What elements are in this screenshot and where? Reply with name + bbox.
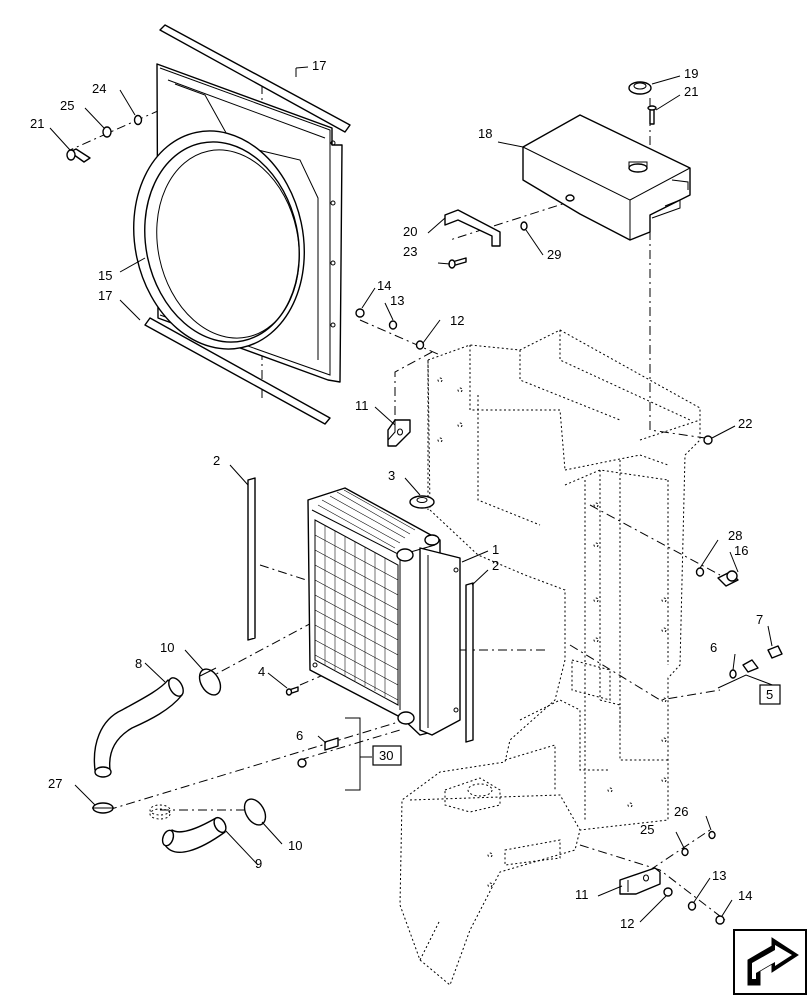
seal-strip-bottom bbox=[144, 317, 331, 425]
hose-clamp-27 bbox=[92, 802, 114, 814]
callout-5: 5 bbox=[766, 687, 773, 702]
kit-label-5: 5 bbox=[759, 684, 781, 705]
callout-8: 8 bbox=[135, 656, 142, 671]
expansion-tank bbox=[522, 114, 691, 241]
screw-7 bbox=[767, 645, 783, 659]
tank-bolt-21 bbox=[647, 105, 657, 125]
callout-14a: 14 bbox=[377, 278, 391, 293]
callout-1: 1 bbox=[492, 542, 499, 557]
hose-clamp-10-top bbox=[198, 667, 222, 696]
callout-25b: 25 bbox=[640, 822, 654, 837]
washer-13-bottom bbox=[687, 901, 697, 911]
callout-25a: 25 bbox=[60, 98, 74, 113]
callout-17b: 17 bbox=[98, 288, 112, 303]
upper-hose-8 bbox=[93, 677, 184, 778]
seal-strip-top bbox=[159, 24, 351, 133]
callout-21b: 21 bbox=[684, 84, 698, 99]
radiator-cap-3 bbox=[409, 495, 435, 509]
callout-13a: 13 bbox=[390, 293, 404, 308]
rubber-strip-left bbox=[247, 477, 256, 641]
callout-29: 29 bbox=[547, 247, 561, 262]
kit-label-30: 30 bbox=[372, 745, 402, 766]
nut-14-bottom bbox=[715, 915, 725, 925]
shroud-bolt-21 bbox=[66, 148, 91, 163]
callout-15: 15 bbox=[98, 268, 112, 283]
callout-6a: 6 bbox=[710, 640, 717, 655]
callout-11b: 11 bbox=[575, 887, 589, 902]
callout-10b: 10 bbox=[288, 838, 302, 853]
callout-2a: 2 bbox=[213, 453, 220, 468]
bolt-22 bbox=[703, 435, 713, 445]
callout-26: 26 bbox=[674, 804, 688, 819]
callout-13b: 13 bbox=[712, 868, 726, 883]
bracket-11-top bbox=[387, 419, 411, 447]
rubber-strip-right bbox=[465, 582, 474, 743]
callout-3: 3 bbox=[388, 468, 395, 483]
radiator-grid bbox=[314, 525, 399, 701]
callout-16: 16 bbox=[734, 543, 748, 558]
bracket-11-bottom bbox=[619, 867, 661, 895]
shroud-washer-25 bbox=[102, 126, 112, 138]
callout-24: 24 bbox=[92, 81, 106, 96]
radiator-top-fins bbox=[317, 489, 416, 549]
callout-10a: 10 bbox=[160, 640, 174, 655]
callout-30: 30 bbox=[379, 748, 393, 763]
leader-lines bbox=[49, 66, 773, 923]
washer-28 bbox=[695, 567, 705, 577]
callout-labels: 1 2 2 3 4 6 6 7 8 9 10 10 11 11 12 12 13… bbox=[30, 58, 763, 931]
lower-hose-9 bbox=[161, 816, 227, 853]
callout-20: 20 bbox=[403, 224, 417, 239]
callout-2b: 2 bbox=[492, 558, 499, 573]
bolt-23 bbox=[448, 257, 467, 269]
kit-bracket-30 bbox=[345, 717, 361, 791]
callout-22: 22 bbox=[738, 416, 752, 431]
callout-12a: 12 bbox=[450, 313, 464, 328]
nut-29 bbox=[520, 221, 528, 231]
radiator-core bbox=[307, 487, 461, 736]
callout-19: 19 bbox=[684, 66, 698, 81]
callout-4: 4 bbox=[258, 664, 265, 679]
fan-shroud bbox=[133, 63, 343, 383]
callout-6b: 6 bbox=[296, 728, 303, 743]
washer-6-kit bbox=[729, 669, 737, 679]
washer-12-bottom bbox=[663, 887, 673, 897]
shroud-washer-24 bbox=[133, 114, 143, 126]
callout-7: 7 bbox=[756, 612, 763, 627]
next-page-arrow-icon[interactable] bbox=[733, 929, 807, 995]
bolt-4 bbox=[285, 686, 299, 696]
fitting-kit-5 bbox=[742, 659, 759, 673]
callout-18: 18 bbox=[478, 126, 492, 141]
callout-12b: 12 bbox=[620, 916, 634, 931]
washer-25-bottom bbox=[681, 847, 689, 857]
chassis-frame bbox=[399, 329, 701, 986]
drain-valve-6 bbox=[324, 737, 339, 751]
callout-9: 9 bbox=[255, 856, 262, 871]
bolt-26 bbox=[708, 830, 716, 840]
callout-28: 28 bbox=[728, 528, 742, 543]
hose-clamp-spring bbox=[149, 804, 171, 820]
washer-13-top bbox=[388, 320, 398, 330]
hose-clamp-10-bottom bbox=[243, 798, 267, 826]
callout-17a: 17 bbox=[312, 58, 326, 73]
washer-12-top bbox=[415, 340, 425, 350]
callout-14b: 14 bbox=[738, 888, 752, 903]
callout-21a: 21 bbox=[30, 116, 44, 131]
bolt-16 bbox=[717, 570, 739, 587]
callout-27: 27 bbox=[48, 776, 62, 791]
tank-cap-19 bbox=[628, 81, 652, 95]
drain-plug bbox=[297, 758, 307, 768]
tank-bracket-20 bbox=[444, 209, 501, 247]
nut-14-top bbox=[355, 308, 365, 318]
callout-11a: 11 bbox=[355, 398, 369, 413]
callout-23: 23 bbox=[403, 244, 417, 259]
